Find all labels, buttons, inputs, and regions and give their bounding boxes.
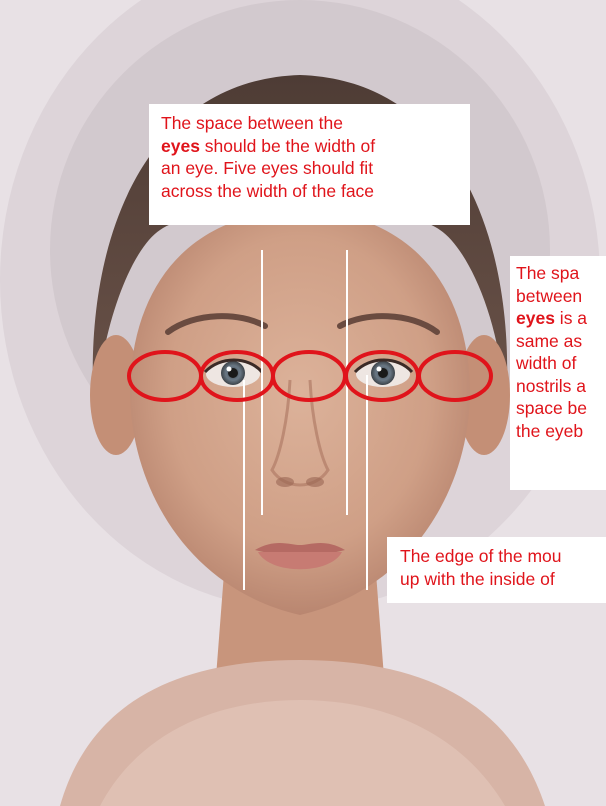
callout-right-line-6: nostrils a xyxy=(516,375,606,398)
callout-bottom-line-1: The edge of the mou xyxy=(400,545,606,568)
callout-top-line-2: eyes should be the width of xyxy=(161,135,460,158)
callout-top-line-4: across the width of the face xyxy=(161,180,460,203)
callout-right-line-5: width of xyxy=(516,352,606,375)
callout-right-bold-eyes: eyes xyxy=(516,308,555,328)
callout-right-line-2: between xyxy=(516,285,606,308)
callout-top-line-3: an eye. Five eyes should fit xyxy=(161,157,460,180)
callout-nostrils: The spa between eyes is a same as width … xyxy=(510,256,606,490)
callout-eye-spacing: The space between the eyes should be the… xyxy=(149,104,470,225)
callout-right-line-3: eyes is a xyxy=(516,307,606,330)
callout-top-line-2-rest: should be the width of xyxy=(200,136,375,156)
callout-mouth-edge: The edge of the mou up with the inside o… xyxy=(387,537,606,603)
callout-right-line-1: The spa xyxy=(516,262,606,285)
callout-right-line-8: the eyeb xyxy=(516,420,606,443)
callout-top-line-1: The space between the xyxy=(161,112,460,135)
callout-right-line-7: space be xyxy=(516,397,606,420)
callout-right-line-4: same as xyxy=(516,330,606,353)
callout-right-line-3-rest: is a xyxy=(555,308,587,328)
callout-top-bold-eyes: eyes xyxy=(161,136,200,156)
callout-bottom-line-2: up with the inside of xyxy=(400,568,606,591)
